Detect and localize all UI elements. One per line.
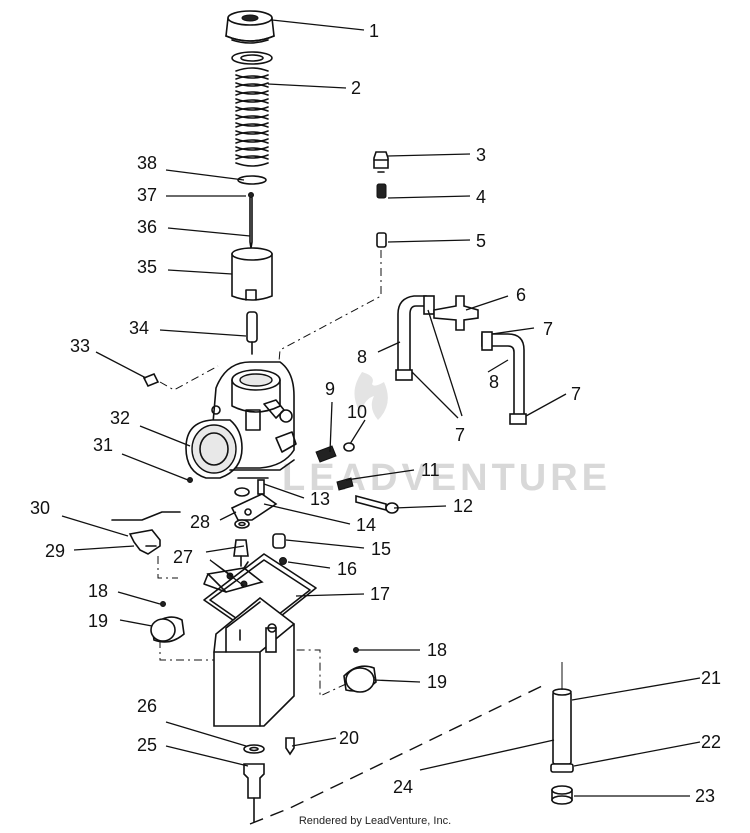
callout-5: 5	[476, 231, 486, 251]
callout-17: 17	[370, 584, 390, 604]
needle-clip	[248, 192, 254, 198]
float-pin-plate-14	[230, 493, 278, 521]
callout-14: 14	[356, 515, 376, 535]
callout-18b: 18	[427, 640, 447, 660]
callout-28: 28	[190, 512, 210, 532]
callout-9: 9	[325, 379, 335, 399]
spring-seat	[237, 175, 267, 185]
needle-valve-27	[233, 539, 249, 567]
callout-1: 1	[369, 21, 379, 41]
callout-33: 33	[70, 336, 90, 356]
choke-clip-30	[111, 511, 181, 521]
idle-screw-12	[355, 494, 399, 514]
callout-31: 31	[93, 435, 113, 455]
callout-36: 36	[137, 217, 157, 237]
screw-31	[187, 477, 193, 483]
bowl-drain-screw-20	[285, 737, 295, 756]
callout-7b: 7	[571, 384, 581, 404]
callout-15: 15	[371, 539, 391, 559]
callout-8a: 8	[357, 347, 367, 367]
cover-19-right	[343, 665, 377, 693]
choke-lever-29	[128, 529, 161, 555]
dashed-divider-24	[249, 685, 543, 825]
cover-19-left	[150, 616, 185, 643]
callout-23: 23	[695, 786, 715, 806]
spring-4	[376, 183, 387, 199]
bracket-13	[257, 479, 265, 495]
footer-credit: Rendered by LeadVenture, Inc.	[298, 815, 452, 827]
callout-38: 38	[137, 153, 157, 173]
washer-ring	[231, 51, 273, 65]
cap-15	[272, 533, 286, 549]
callout-34: 34	[129, 318, 149, 338]
callout-7c: 7	[455, 425, 465, 445]
main-jet-holder-25	[243, 763, 265, 823]
watermark-text: LEADVENTURE	[282, 457, 611, 499]
callout-2: 2	[351, 78, 361, 98]
phantom-line-19-right	[296, 649, 347, 697]
idle-tube-21	[552, 688, 572, 765]
callout-30: 30	[30, 498, 50, 518]
phantom-line-29	[157, 556, 178, 579]
callout-29: 29	[45, 541, 65, 561]
phantom-line-5	[273, 250, 382, 421]
vent-hose-right	[481, 331, 527, 425]
plug-10	[343, 442, 355, 452]
plug-33	[142, 372, 160, 388]
callout-16: 16	[337, 559, 357, 579]
slide-pin	[246, 311, 258, 355]
vent-tee-6	[433, 295, 479, 331]
callout-20: 20	[339, 728, 359, 748]
callout-32: 32	[110, 408, 130, 428]
washer-28	[234, 487, 250, 529]
jet-needle	[249, 197, 253, 249]
callout-6: 6	[516, 285, 526, 305]
callout-25: 25	[137, 735, 157, 755]
callout-labels: 1 2 3 4 5 6 7 7 7 8 8 9 10 11 12 13 14 1…	[30, 21, 721, 806]
callout-7a: 7	[543, 319, 553, 339]
callout-25-alt: 26	[137, 696, 157, 716]
callout-11: 11	[421, 460, 440, 480]
carb-cap	[225, 10, 275, 44]
callout-22: 22	[701, 732, 721, 752]
phantom-line-33	[159, 365, 219, 391]
watermark: LEADVENTURE	[282, 372, 611, 499]
callout-35: 35	[137, 257, 157, 277]
callout-12: 12	[453, 496, 473, 516]
callout-21: 21	[701, 668, 721, 688]
float-bowl	[213, 596, 295, 727]
callout-27: 27	[173, 547, 193, 567]
throttle-spring	[235, 67, 269, 167]
cap-18-right	[353, 647, 359, 653]
callout-13: 13	[310, 489, 330, 509]
callout-37: 37	[137, 185, 157, 205]
carburetor-body	[185, 361, 297, 479]
callout-19a: 19	[88, 611, 108, 631]
callout-3: 3	[476, 145, 486, 165]
vent-hose-left	[395, 295, 435, 381]
main-jet-washer-26	[243, 744, 265, 754]
leader-lines	[61, 19, 701, 797]
screw-16	[279, 557, 287, 565]
throttle-slide	[231, 247, 273, 301]
callout-18a: 18	[88, 581, 108, 601]
callout-10: 10	[347, 402, 367, 422]
oring-22	[550, 763, 574, 773]
callout-8b: 8	[489, 372, 499, 392]
plunger-5	[376, 232, 387, 248]
callout-4: 4	[476, 187, 486, 207]
callout-24: 24	[393, 777, 413, 797]
fitting-3	[373, 151, 389, 173]
phantom-line-19-left	[159, 640, 214, 661]
callout-19b: 19	[427, 672, 447, 692]
cap-18-left	[160, 601, 166, 607]
cap-23	[551, 785, 573, 805]
